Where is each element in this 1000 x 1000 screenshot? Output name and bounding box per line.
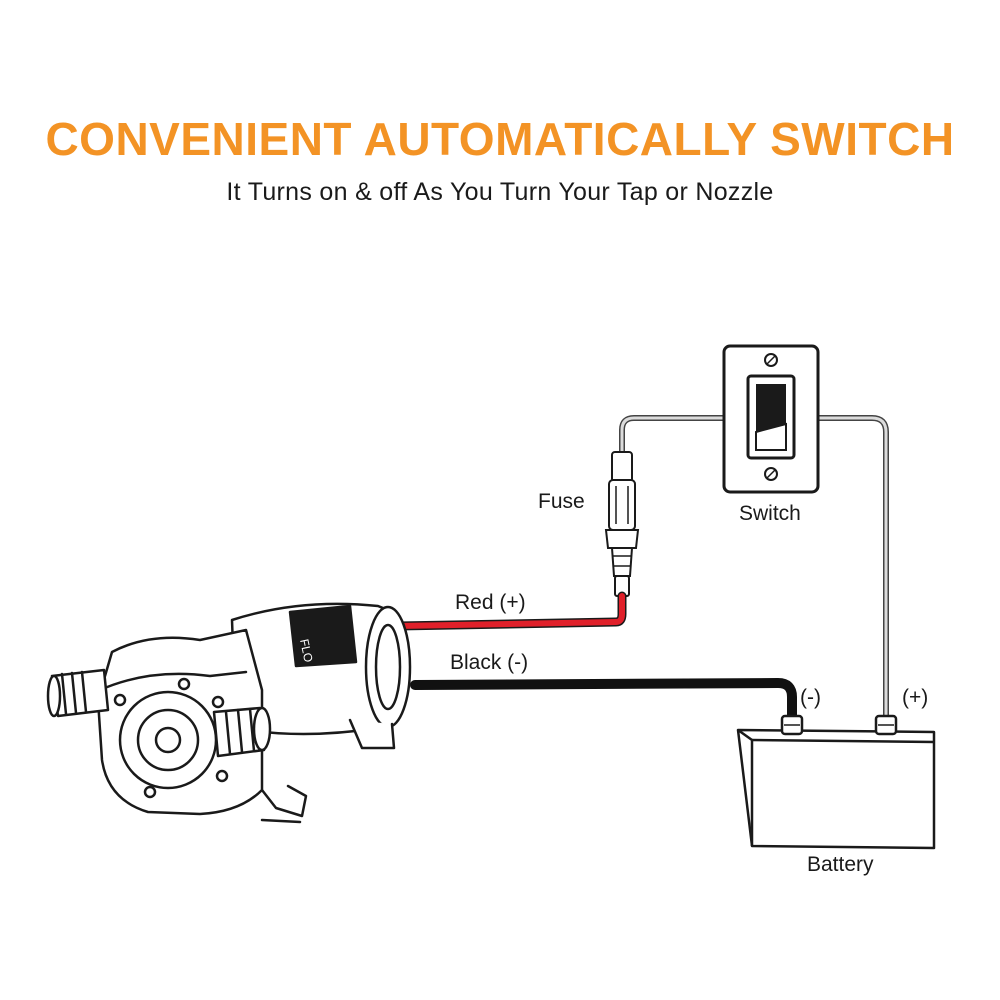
switch-label: Switch bbox=[739, 502, 801, 525]
black-wire-label: Black (-) bbox=[450, 651, 528, 674]
negative-terminal bbox=[780, 714, 804, 736]
page-title: CONVENIENT AUTOMATICALLY SWITCH bbox=[45, 113, 955, 165]
fuse-holder bbox=[604, 451, 640, 597]
screw-icon bbox=[764, 467, 778, 481]
negative-terminal-label: (-) bbox=[800, 686, 821, 709]
battery-label: Battery bbox=[807, 853, 874, 876]
black-wire bbox=[410, 678, 797, 721]
svg-text:FLO: FLO bbox=[297, 638, 316, 664]
switch-plate bbox=[722, 344, 820, 494]
fuse-label: Fuse bbox=[538, 490, 585, 513]
battery bbox=[736, 714, 936, 850]
gray-wire-switch-to-battery bbox=[815, 415, 889, 723]
screw-icon bbox=[764, 353, 778, 367]
red-wire-label: Red (+) bbox=[455, 591, 526, 614]
gray-wire-fuse-to-switch bbox=[619, 415, 727, 458]
pump-icon: FLO bbox=[46, 602, 412, 824]
positive-terminal-label: (+) bbox=[902, 686, 928, 709]
page-subtitle: It Turns on & off As You Turn Your Tap o… bbox=[226, 178, 774, 206]
positive-terminal bbox=[874, 714, 898, 736]
